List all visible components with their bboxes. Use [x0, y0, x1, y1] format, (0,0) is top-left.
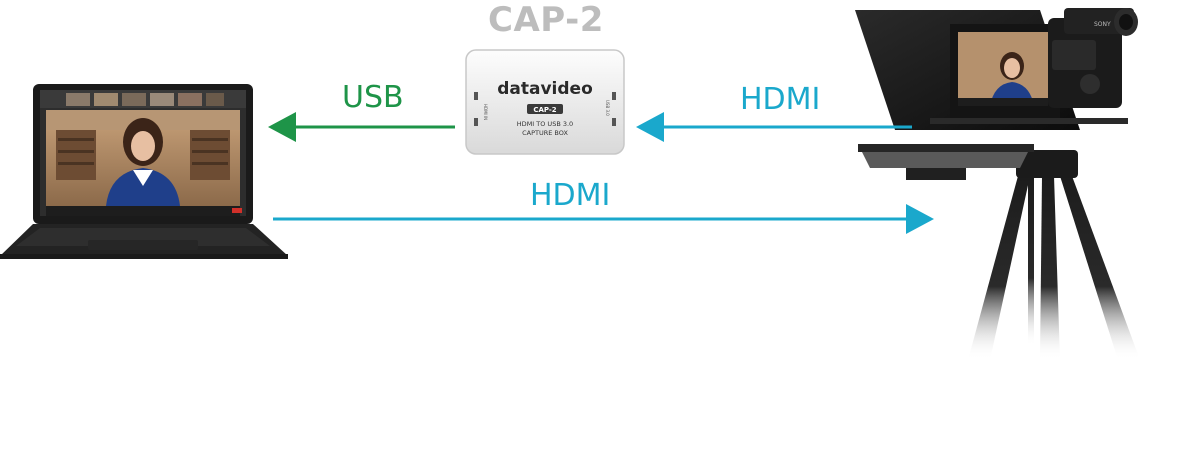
usb-label: USB	[342, 80, 404, 115]
camera-brand-text: SONY	[1094, 21, 1111, 28]
capture-box-icon	[466, 50, 624, 154]
camera-icon	[1048, 8, 1138, 108]
usb-arrow	[268, 112, 455, 142]
box-port-label-left: HDMI IN	[483, 104, 488, 120]
box-subtitle-1: HDMI TO USB 3.0	[517, 120, 573, 128]
hdmi-in-label: HDMI	[740, 82, 820, 117]
box-brand-text: datavideo	[497, 79, 593, 99]
device-title: CAP-2	[488, 0, 604, 40]
laptop-icon	[0, 84, 288, 259]
box-model-text: CAP-2	[533, 106, 556, 114]
hdmi-out-label: HDMI	[530, 178, 610, 213]
box-port-label-right: USB 3.0	[605, 100, 610, 116]
box-subtitle-2: CAPTURE BOX	[522, 129, 568, 137]
